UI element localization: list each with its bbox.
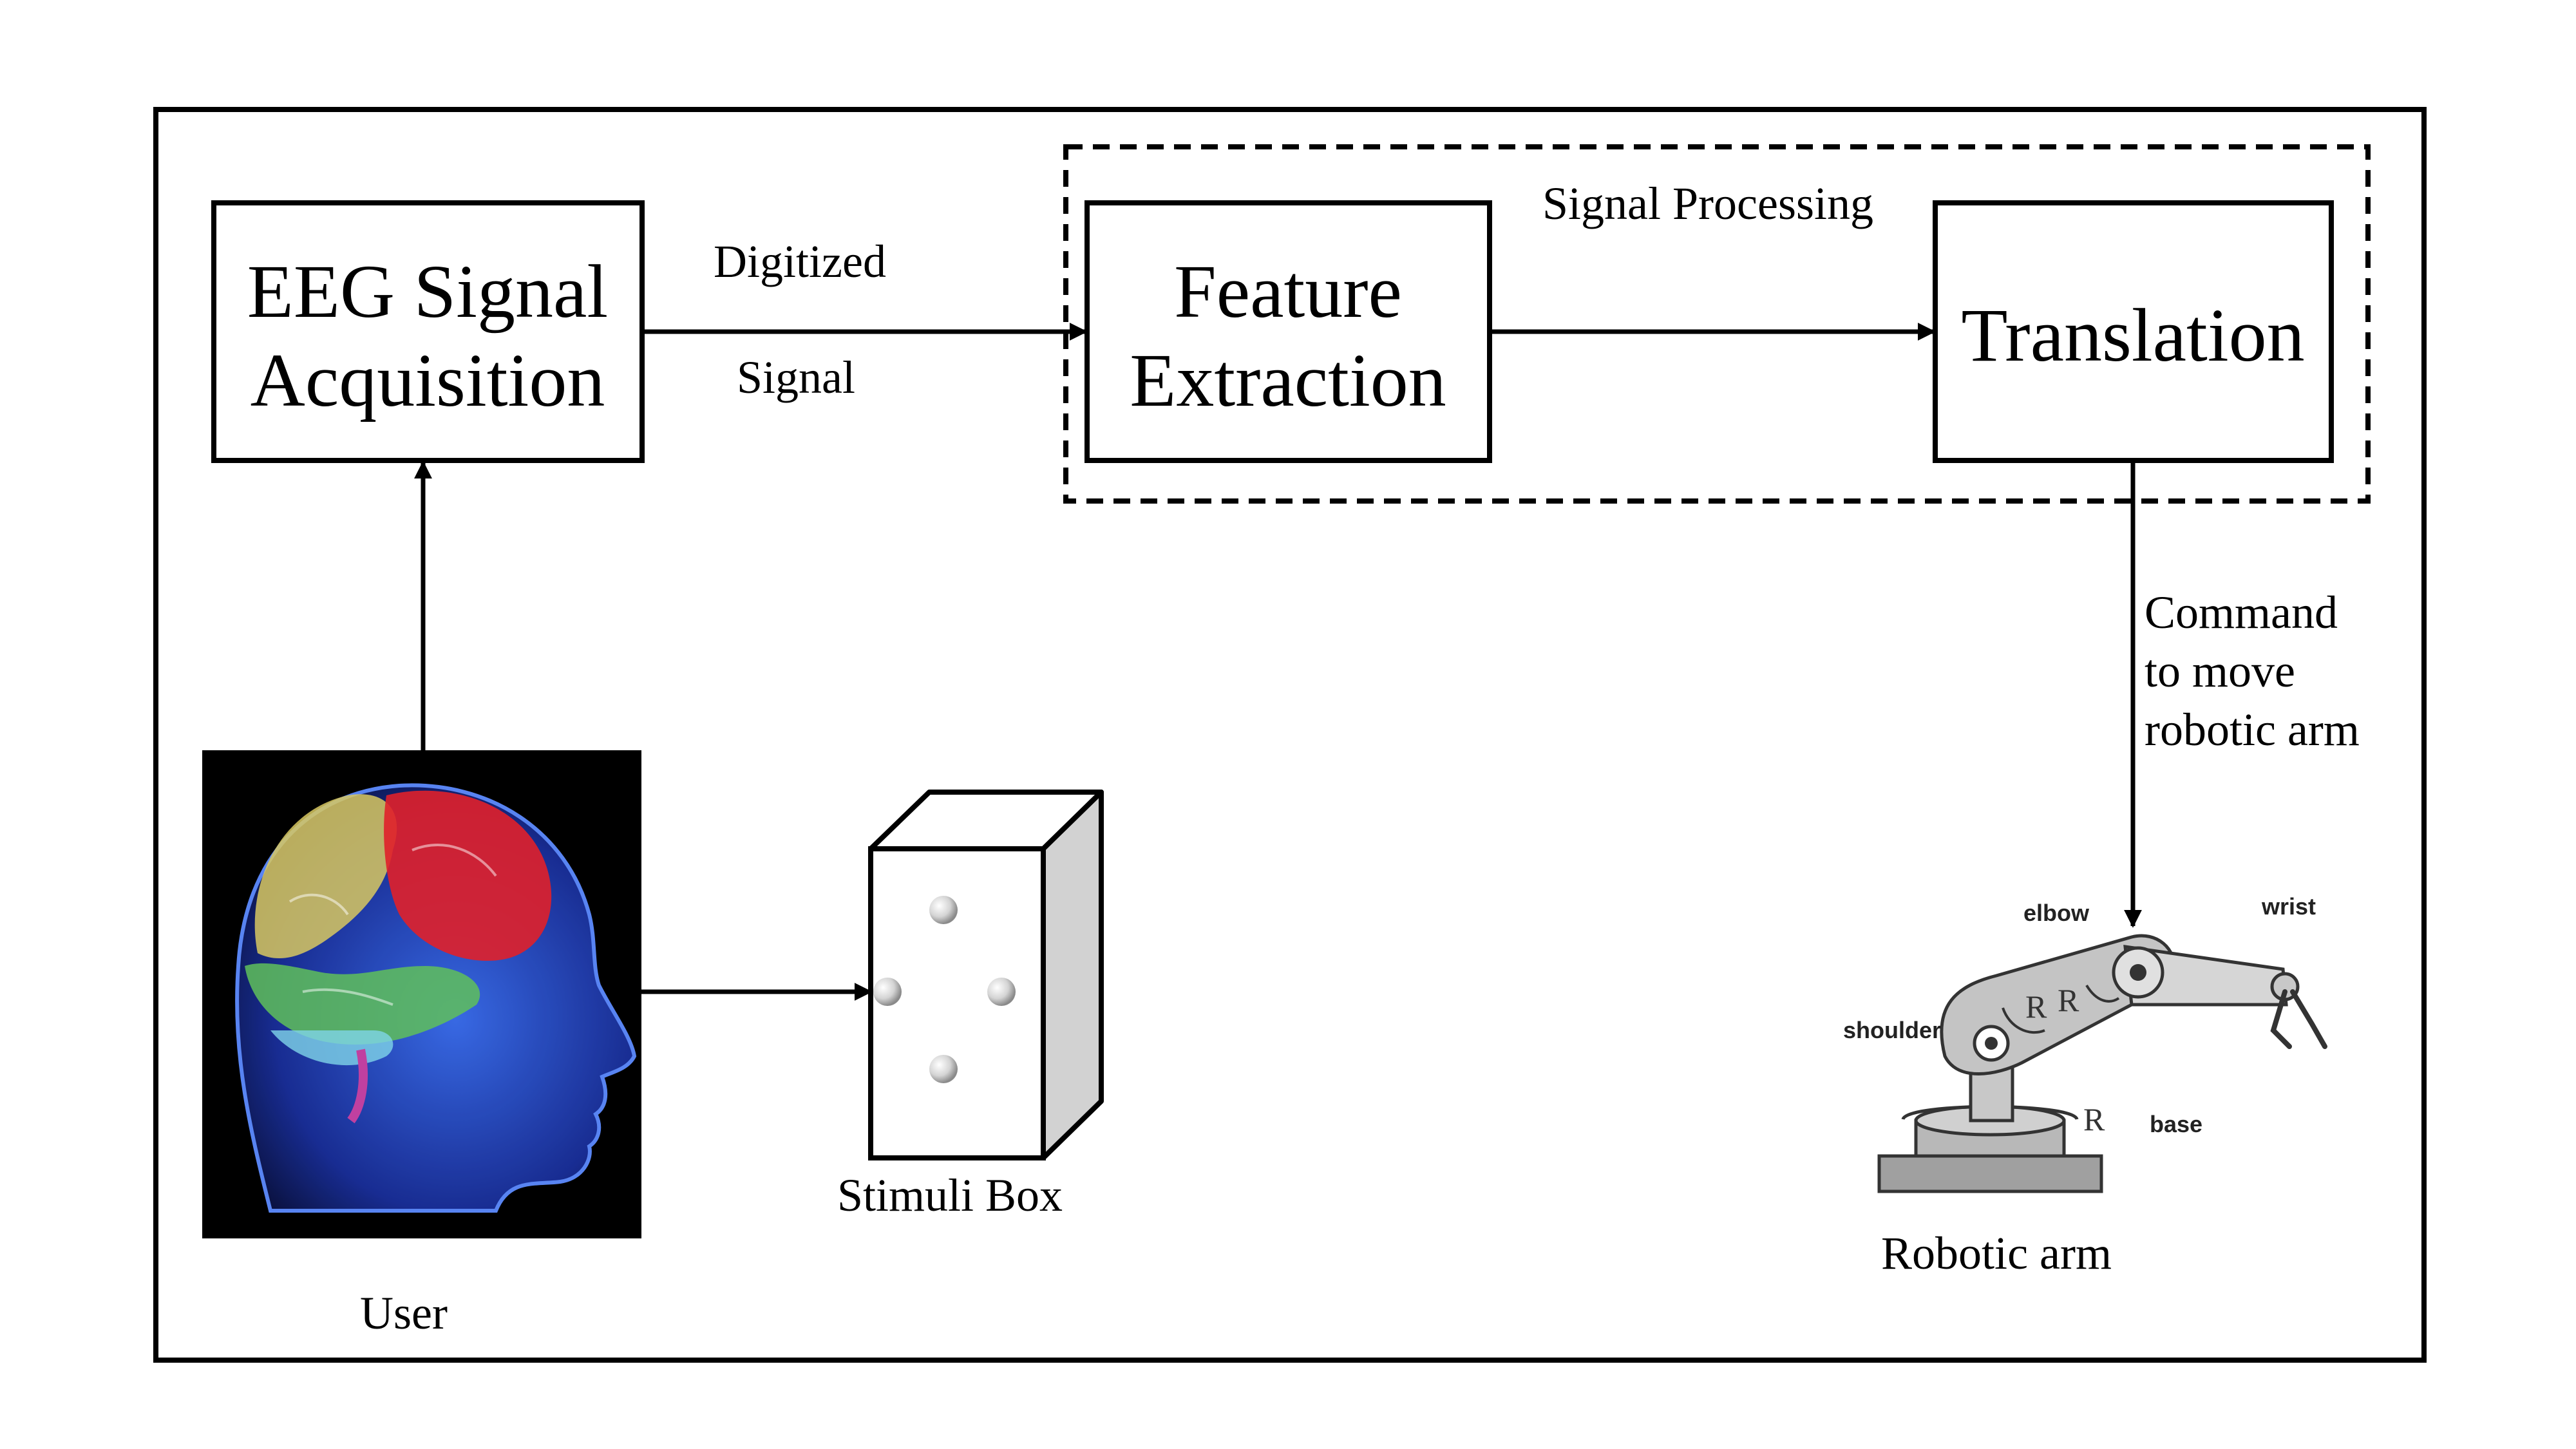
robotic-arm-image bbox=[1877, 934, 2327, 1193]
robot-shoulder-label: shoulder bbox=[1843, 1017, 1941, 1043]
command-label-line3: robotic arm bbox=[2145, 704, 2360, 755]
feature-label-line1: Feature bbox=[1174, 249, 1402, 334]
robot-joint-mark-elbow: R bbox=[2058, 982, 2079, 1018]
user-brain-image bbox=[202, 750, 641, 1238]
eeg-label-line1: EEG Signal bbox=[247, 249, 608, 334]
robot-joint-mark-shoulder: R bbox=[2025, 989, 2047, 1025]
signal-processing-group bbox=[1063, 144, 2371, 504]
translation-block: Translation bbox=[1933, 200, 2334, 463]
eeg-acquisition-block: EEG Signal Acquisition bbox=[211, 200, 645, 463]
signal-processing-label: Signal Processing bbox=[1542, 178, 1873, 229]
stimulus-light-top bbox=[929, 896, 958, 924]
translation-label: Translation bbox=[1961, 293, 2304, 377]
user-label: User bbox=[360, 1287, 448, 1339]
robot-wrist-label: wrist bbox=[2261, 893, 2316, 920]
command-label-line2: to move bbox=[2145, 645, 2295, 697]
stimulus-light-bottom bbox=[929, 1055, 958, 1083]
robot-joint-mark-base: R bbox=[2083, 1101, 2105, 1137]
stimuli-box-label: Stimuli Box bbox=[837, 1170, 1063, 1221]
robotic-arm-label: Robotic arm bbox=[1881, 1227, 2112, 1279]
stimuli-box bbox=[868, 790, 1104, 1160]
command-label-line1: Command bbox=[2145, 587, 2338, 638]
feature-label-line2: Extraction bbox=[1130, 338, 1446, 422]
robot-base-label: base bbox=[2150, 1111, 2202, 1137]
digitized-label-line2: Signal bbox=[737, 352, 855, 403]
outer-frame bbox=[153, 107, 2427, 1363]
digitized-label-line1: Digitized bbox=[714, 236, 886, 287]
robot-elbow-label: elbow bbox=[2023, 900, 2090, 926]
feature-extraction-block: Feature Extraction bbox=[1084, 200, 1492, 463]
stimulus-light-right bbox=[987, 978, 1016, 1006]
eeg-label-line2: Acquisition bbox=[251, 338, 605, 422]
stimulus-light-left bbox=[873, 978, 902, 1006]
